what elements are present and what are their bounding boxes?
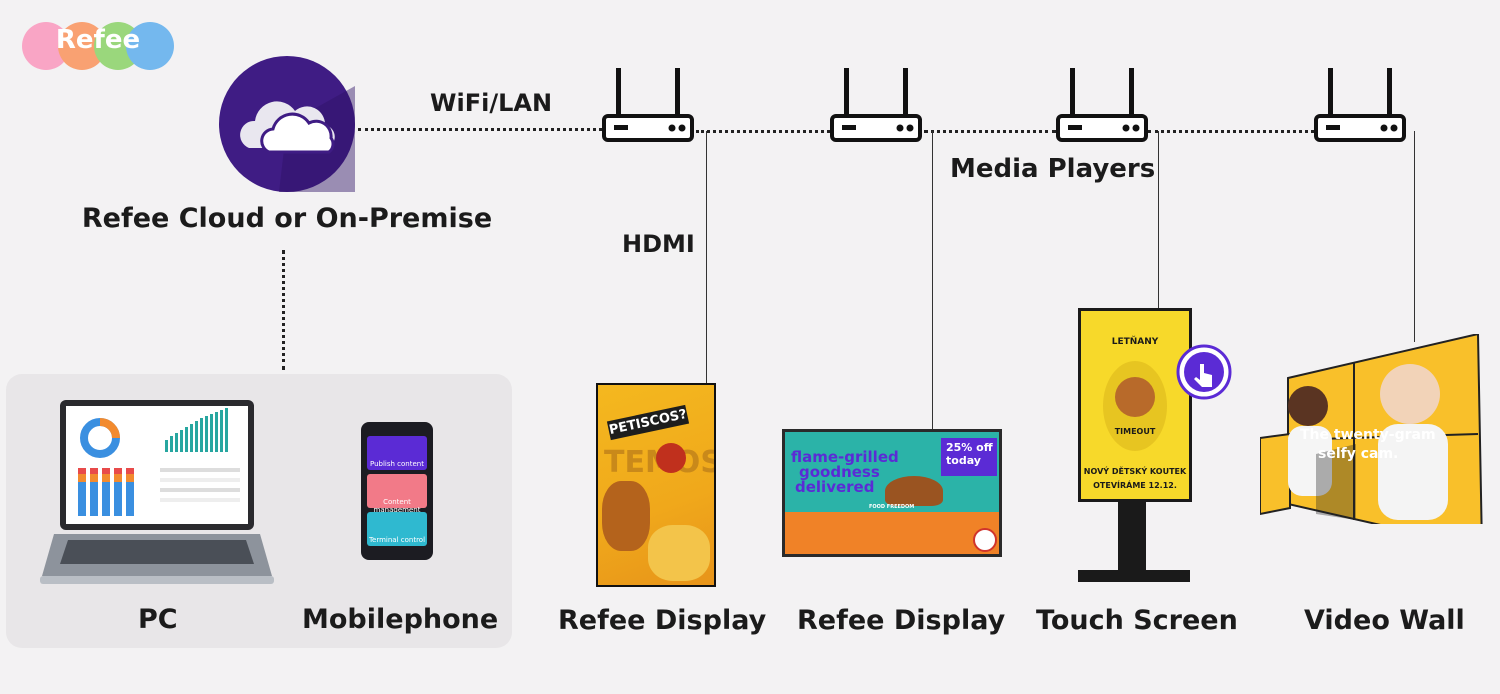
media-players-label: Media Players <box>950 154 1156 184</box>
hdmi-cable <box>1158 131 1159 309</box>
wifi-link-line <box>358 128 602 131</box>
video-wall-line1: The twenty-gram <box>1300 427 1436 443</box>
media-player-router-icon <box>1314 68 1406 142</box>
kiosk-stand <box>1118 499 1146 573</box>
cloud-to-controllers-line <box>282 250 285 370</box>
content-management-label: Content management <box>373 498 421 514</box>
pc-label: PC <box>138 604 178 635</box>
refee-display-label-1: Refee Display <box>558 605 767 636</box>
kiosk-base <box>1078 570 1190 582</box>
teddy-bear-image <box>1115 377 1155 417</box>
publish-content-label: Publish content <box>370 460 424 468</box>
kiosk-line2: OTEVÍRÁME 12.12. <box>1093 481 1177 490</box>
logo-text: Refee <box>55 25 141 55</box>
cloud-label: Refee Cloud or On-Premise <box>81 203 493 234</box>
touch-screen-kiosk: LETŇANY TIMEOUT NOVÝ DĚTSKÝ KOUTEK OTEVÍ… <box>1078 308 1192 502</box>
food-image <box>602 481 650 551</box>
hdmi-cable <box>706 131 707 384</box>
burger-image <box>885 476 943 506</box>
video-wall-label: Video Wall <box>1304 605 1465 636</box>
wifi-link-line <box>1148 130 1314 133</box>
refee-display-label-2: Refee Display <box>797 605 1006 636</box>
terminal-control-tile: Terminal control <box>367 512 427 546</box>
sauce-image <box>656 443 686 473</box>
wifi-link-line <box>696 130 830 133</box>
laptop-icon <box>40 400 274 584</box>
touch-screen-label: Touch Screen <box>1036 605 1238 636</box>
media-player-router-icon <box>1056 68 1148 142</box>
discount-badge <box>941 438 997 476</box>
logo-circle-pink <box>22 22 70 70</box>
refee-display-portrait: PETISCOS? TEMOS <box>596 383 716 587</box>
wifi-link-line <box>924 130 1056 133</box>
media-player-router-icon <box>830 68 922 142</box>
mobilephone-icon: Publish content Content management Termi… <box>361 422 433 560</box>
video-wall-line2: selfy cam. <box>1318 446 1399 462</box>
refee-display-landscape: flame-grilled goodness delivered 25% off… <box>782 429 1002 557</box>
refee-logo <box>22 22 174 70</box>
touch-hand-icon <box>1176 344 1232 400</box>
terminal-control-label: Terminal control <box>368 536 426 544</box>
kiosk-timeout: TIMEOUT <box>1114 427 1156 436</box>
chips-image <box>648 525 710 581</box>
logo-circle-blue <box>126 22 174 70</box>
publish-content-tile: Publish content <box>367 436 427 470</box>
kiosk-brand: LETŇANY <box>1111 337 1159 347</box>
discount-text: 25% off <box>946 441 993 454</box>
display2-line1: flame-grilled <box>791 448 899 466</box>
hdmi-cable <box>1414 131 1415 342</box>
hdmi-label: HDMI <box>622 230 695 258</box>
mobilephone-label: Mobilephone <box>302 604 499 635</box>
logo-circle-orange <box>58 22 106 70</box>
brand-badge-icon <box>973 528 997 552</box>
hdmi-cable <box>932 131 933 430</box>
media-player-router-icon <box>602 68 694 142</box>
display2-line2: goodness <box>799 463 880 481</box>
discount-today: today <box>946 454 981 467</box>
cloud-server-icon <box>219 56 355 192</box>
kiosk-line1: NOVÝ DĚTSKÝ KOUTEK <box>1083 467 1187 476</box>
display2-line3: delivered <box>795 478 875 496</box>
video-wall <box>1260 334 1483 524</box>
display2-tagline: FOOD FREEDOM <box>869 504 915 510</box>
content-management-tile: Content management <box>367 474 427 514</box>
wifi-lan-label: WiFi/LAN <box>430 89 553 117</box>
